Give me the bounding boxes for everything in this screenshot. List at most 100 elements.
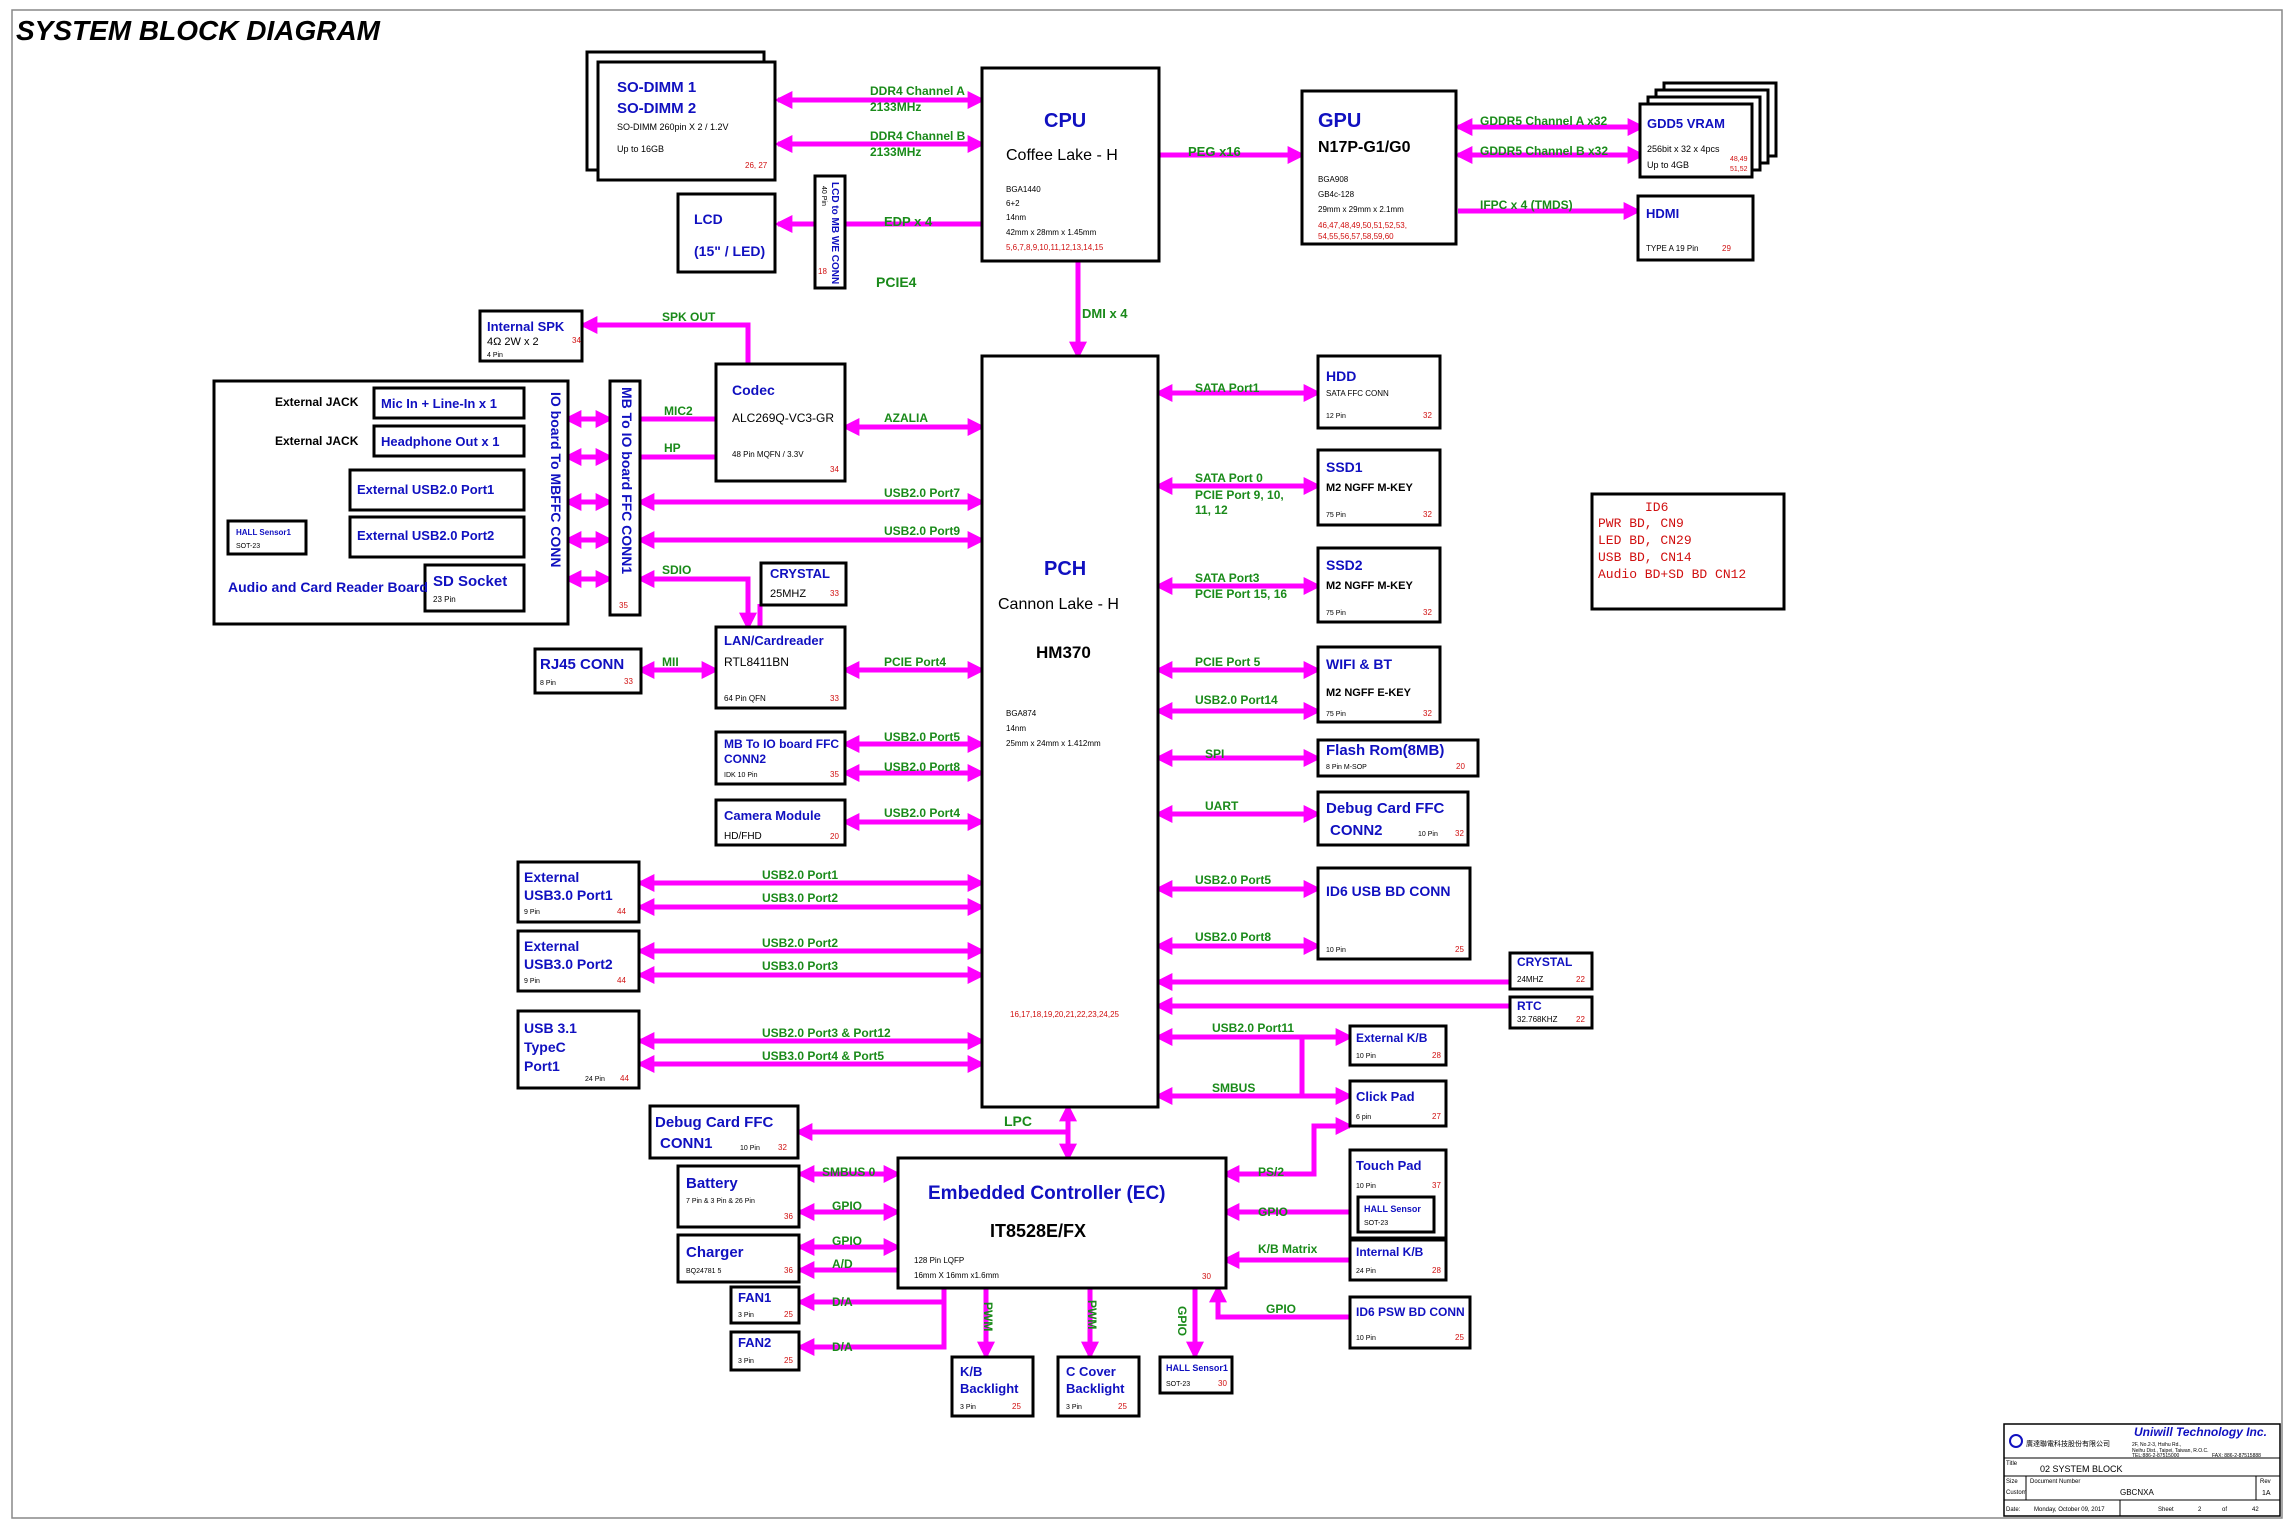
gpu-block: GPU N17P-G1/G0 BGA908 GB4c-128 29mm x 29… xyxy=(1300,89,1458,246)
spk-out-label: SPK OUT xyxy=(662,310,716,324)
touchpad-pins: 10 Pin xyxy=(1356,1183,1376,1190)
ssd1-spec: M2 NGFF M-KEY xyxy=(1326,482,1413,494)
pcie-port4-label: PCIE Port4 xyxy=(884,655,946,669)
gpu-size: 29mm x 29mm x 2.1mm xyxy=(1318,205,1404,214)
usb-port4-label: USB2.0 Port4 xyxy=(884,806,960,820)
click-pad-block: Click Pad 6 pin 27 xyxy=(1348,1079,1448,1128)
gpu-bus: GB4c-128 xyxy=(1318,190,1355,199)
ddr-b-speed: 2133MHz xyxy=(870,145,921,159)
hp-label: HP xyxy=(664,441,681,455)
sodimm-pages: 26, 27 xyxy=(745,161,768,170)
sd-pins: 23 Pin xyxy=(433,595,456,604)
hdd-block: HDD SATA FFC CONN 12 Pin 32 xyxy=(1316,354,1442,430)
lcd-label: LCD xyxy=(694,211,723,227)
lcd-conn: LCD to MB WE CONN 40 Pin 18 xyxy=(813,174,847,290)
typec-l2: TypeC xyxy=(524,1039,566,1055)
vram-pages-2: 51,52 xyxy=(1730,166,1748,173)
mb-io-conn1-page: 35 xyxy=(619,601,628,610)
id6-note-led: LED BD, CN29 xyxy=(1598,533,1692,548)
cpu-block: CPU Coffee Lake - H BGA1440 6+2 14nm 42m… xyxy=(980,66,1161,263)
fan2-page: 25 xyxy=(784,1356,793,1365)
cover-backlight-l2: Backlight xyxy=(1066,1381,1125,1396)
ext-usb2-port1: External USB2.0 Port1 xyxy=(357,482,494,497)
hdd-spec: SATA FFC CONN xyxy=(1326,389,1389,398)
gpu-pkg: BGA908 xyxy=(1318,175,1349,184)
pch-model: Cannon Lake - H xyxy=(998,596,1119,613)
battery-pins: 7 Pin & 3 Pin & 26 Pin xyxy=(686,1198,755,1205)
id6-note-audio: Audio BD+SD BD CN12 xyxy=(1598,567,1746,582)
sodimm-cap: Up to 16GB xyxy=(617,144,664,154)
ext-usb1-l2: USB3.0 Port1 xyxy=(524,887,613,903)
cpu-name: CPU xyxy=(1044,110,1086,132)
extkb-name: External K/B xyxy=(1356,1031,1428,1045)
usb-port3-12-label: USB2.0 Port3 & Port12 xyxy=(762,1026,891,1040)
fan1-name: FAN1 xyxy=(738,1290,771,1305)
pch-pages: 16,17,18,19,20,21,22,23,24,25 xyxy=(1010,1010,1120,1019)
kb-pwm-label: PWM xyxy=(981,1302,995,1331)
charger-gpio-label: GPIO xyxy=(832,1234,862,1248)
cpu-pages: 5,6,7,8,9,10,11,12,13,14,15 xyxy=(1006,243,1104,252)
crystal-25mhz: CRYSTAL 25MHZ 33 xyxy=(759,561,848,607)
pswbd-name: ID6 PSW BD CONN xyxy=(1356,1305,1465,1319)
spk-pins: 4 Pin xyxy=(487,352,503,359)
ifpc-label: IFPC x 4 (TMDS) xyxy=(1480,198,1573,212)
mb-io-conn2-l1: MB To IO board FFC xyxy=(724,737,839,751)
vram-name: GDD5 VRAM xyxy=(1647,116,1725,131)
rj45-page: 33 xyxy=(624,677,633,686)
ssd1-block: SSD1 M2 NGFF M-KEY 75 Pin 32 xyxy=(1316,448,1442,527)
company-name: Uniwill Technology Inc. xyxy=(2134,1425,2267,1439)
lcd-size: (15" / LED) xyxy=(694,243,765,259)
id6-usb-bd-conn: ID6 USB BD CONN 10 Pin 25 xyxy=(1316,866,1472,961)
typec-pins: 24 Pin xyxy=(585,1076,605,1083)
ec-pkg: 128 Pin LQFP xyxy=(914,1256,964,1265)
rj45-block: RJ45 CONN 8 Pin 33 xyxy=(533,647,643,695)
id6usb-page: 25 xyxy=(1455,945,1464,954)
fan2-name: FAN2 xyxy=(738,1335,771,1350)
spk-name: Internal SPK xyxy=(487,319,565,334)
debug1-l2: CONN1 xyxy=(660,1135,713,1152)
spk-page: 34 xyxy=(572,336,581,345)
pch-process: 14nm xyxy=(1006,724,1026,733)
io-hall-sensor: HALL Sensor1 xyxy=(236,528,292,537)
vram-pages-1: 48,49 xyxy=(1730,156,1748,163)
cover-pwm-label: PWM xyxy=(1085,1300,1099,1329)
ec-hall-pkg: SOT-23 xyxy=(1166,1381,1190,1388)
mic-in: Mic In + Line-In x 1 xyxy=(381,396,497,411)
wifi-bt-block: WIFI & BT M2 NGFF E-KEY 75 Pin 32 xyxy=(1316,645,1442,724)
battery-gpio-label: GPIO xyxy=(832,1199,862,1213)
gpu-name: GPU xyxy=(1318,110,1361,132)
cpu-cores: 6+2 xyxy=(1006,199,1020,208)
kb-backlight-pins: 3 Pin xyxy=(960,1404,976,1411)
company-address-2: Neihu Dist., Taipei, Taiwan, R.O.C. xyxy=(2132,1448,2209,1454)
io-board-title: Audio and Card Reader Board xyxy=(228,579,428,595)
id6-note-usb: USB BD, CN14 xyxy=(1598,550,1692,565)
hdd-name: HDD xyxy=(1326,368,1356,384)
vram-spec: 256bit x 32 x 4pcs xyxy=(1647,144,1720,154)
kb-backlight-l1: K/B xyxy=(960,1364,982,1379)
total-sheets: 42 xyxy=(2252,1507,2259,1513)
battery-block: Battery 7 Pin & 3 Pin & 26 Pin 36 xyxy=(676,1164,801,1229)
cpu-pkg: BGA1440 xyxy=(1006,185,1041,194)
ssd2-block: SSD2 M2 NGFF M-KEY 75 Pin 32 xyxy=(1316,546,1442,624)
sata-port0-label: SATA Port 0 xyxy=(1195,471,1263,485)
vram-block: GDD5 VRAM 256bit x 32 x 4pcs Up to 4GB 4… xyxy=(1638,81,1778,179)
typec-l1: USB 3.1 xyxy=(524,1020,577,1036)
pcie-port5-label: PCIE Port 5 xyxy=(1195,655,1261,669)
ext-usb2-port2: External USB2.0 Port2 xyxy=(357,528,494,543)
rtc-name: RTC xyxy=(1517,999,1542,1013)
ec-name: Embedded Controller (EC) xyxy=(928,1183,1166,1204)
lcd-conn-pins: 40 Pin xyxy=(820,186,827,206)
docno-label: Document Number xyxy=(2030,1479,2080,1485)
wifi-name: WIFI & BT xyxy=(1326,656,1393,672)
mb-io-conn2-pins: IDK 10 Pin xyxy=(724,772,758,779)
pswbd-pins: 10 Pin xyxy=(1356,1335,1376,1342)
flash-pins: 8 Pin M-SOP xyxy=(1326,764,1367,771)
fan2-da-label: D/A xyxy=(832,1340,853,1354)
ext-usb1-l1: External xyxy=(524,869,579,885)
gpu-model: N17P-G1/G0 xyxy=(1318,139,1411,156)
hdmi-spec: TYPE A 19 Pin xyxy=(1646,244,1698,253)
date-label: Date: xyxy=(2006,1507,2021,1513)
peg-label: PEG x16 xyxy=(1188,144,1241,159)
hdd-page: 32 xyxy=(1423,411,1432,420)
mb-io-conn2: MB To IO board FFC CONN2 IDK 10 Pin 35 xyxy=(714,730,847,786)
